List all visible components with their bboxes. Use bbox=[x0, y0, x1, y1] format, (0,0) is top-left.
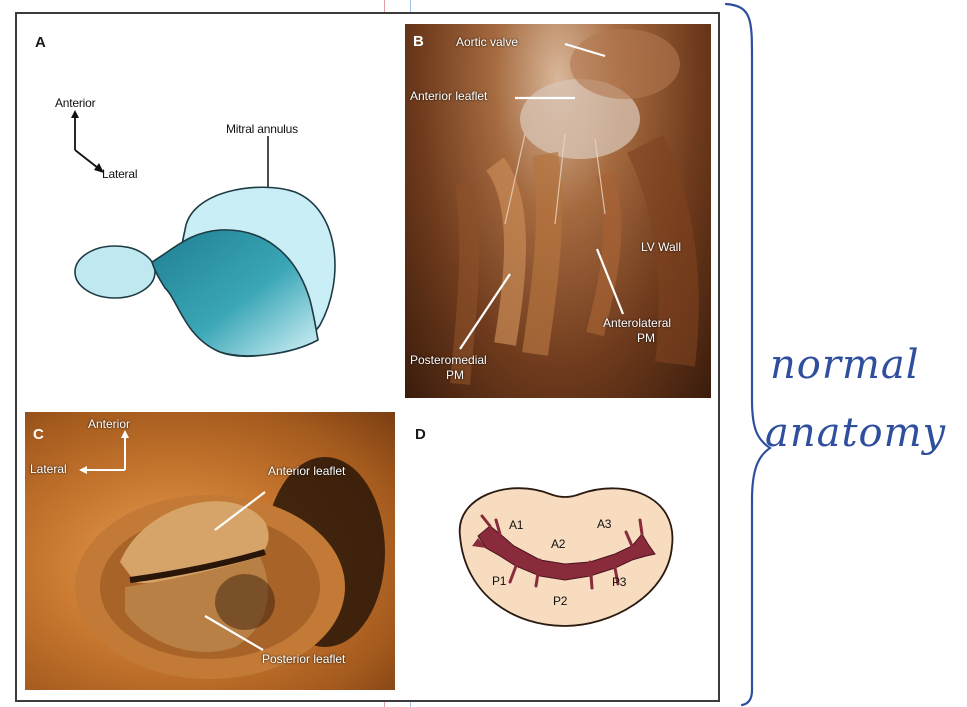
scallop-a1-label: A1 bbox=[509, 518, 523, 532]
scallop-a2-label: A2 bbox=[551, 537, 565, 551]
panel-a-anterior-label: Anterior bbox=[55, 96, 95, 110]
panel-b-anterior-leaflet-label: Anterior leaflet bbox=[410, 89, 487, 103]
lv-wall-label: LV Wall bbox=[641, 240, 681, 254]
panel-b-photo-texture bbox=[405, 24, 711, 398]
panel-a-letter: A bbox=[35, 34, 46, 51]
panel-c-valve-photo bbox=[25, 412, 395, 690]
mitral-valve-scallop-diagram bbox=[450, 476, 680, 636]
mitral-annulus-diagram bbox=[70, 130, 370, 370]
scallop-p1-label: P1 bbox=[492, 574, 506, 588]
annotation-line-2: anatomy bbox=[765, 410, 946, 456]
scallop-p2-label: P2 bbox=[553, 594, 567, 608]
panel-c-photo-texture bbox=[25, 412, 395, 690]
scallop-p3-label: P3 bbox=[612, 575, 626, 589]
anterolateral-pm-label-line1: Anterolateral bbox=[603, 316, 671, 330]
posterior-leaflet-label: Posterior leaflet bbox=[262, 652, 345, 666]
panel-c-lateral-label: Lateral bbox=[30, 462, 67, 476]
panel-b-letter: B bbox=[413, 33, 424, 50]
posteromedial-pm-label-line1: Posteromedial bbox=[410, 353, 487, 367]
panel-b-dissection-photo bbox=[405, 24, 711, 398]
anterolateral-pm-label-line2: PM bbox=[637, 331, 655, 345]
posteromedial-pm-label-line2: PM bbox=[446, 368, 464, 382]
panel-c-anterior-leaflet-label: Anterior leaflet bbox=[268, 464, 345, 478]
panel-c-anterior-label: Anterior bbox=[88, 417, 130, 431]
panel-d-letter: D bbox=[415, 426, 426, 443]
panel-c-letter: C bbox=[33, 426, 44, 443]
annotation-line-1: normal bbox=[770, 342, 920, 388]
scallop-a3-label: A3 bbox=[597, 517, 611, 531]
aortic-valve-label: Aortic valve bbox=[456, 35, 518, 49]
